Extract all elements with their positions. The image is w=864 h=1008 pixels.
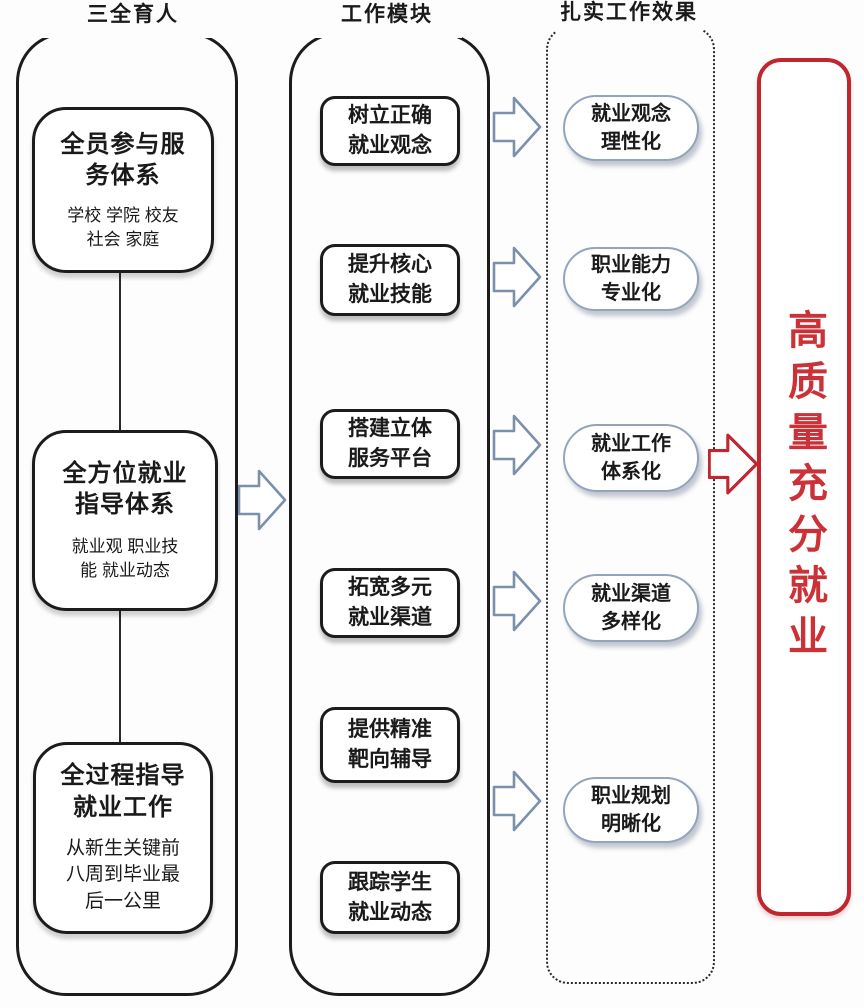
arrow-right-icon xyxy=(492,770,542,832)
column-frame-modules xyxy=(289,32,490,996)
sanquan-box-full-participation: 全员参与服 务体系 学校 学院 校友 社会 家庭 xyxy=(32,107,214,273)
column-header-modules: 工作模块 xyxy=(312,2,462,38)
box-subtitle: 从新生关键前 八周到毕业最 后一公里 xyxy=(65,837,180,912)
box-subtitle: 就业观 职业技 能 就业动态 xyxy=(71,537,179,581)
result-pill-1: 就业观念 理性化 xyxy=(563,95,699,161)
result-pill-4: 就业渠道 多样化 xyxy=(563,574,699,642)
sanquan-box-whole-process: 全过程指导 就业工作 从新生关键前 八周到毕业最 后一公里 xyxy=(33,742,213,934)
module-box-4: 拓宽多元 就业渠道 xyxy=(320,568,460,638)
module-box-5: 提供精准 靶向辅导 xyxy=(320,707,460,783)
box-title: 全方位就业 指导体系 xyxy=(62,460,188,519)
sanquan-box-all-round-guidance: 全方位就业 指导体系 就业观 职业技 能 就业动态 xyxy=(32,430,218,611)
module-box-6: 跟踪学生 就业动态 xyxy=(320,861,460,934)
arrow-right-red-icon xyxy=(708,433,759,495)
arrow-right-icon xyxy=(492,570,542,632)
result-pill-5: 职业规划 明晰化 xyxy=(563,777,699,843)
connector-line xyxy=(119,267,121,430)
result-pill-3: 就业工作 体系化 xyxy=(563,424,699,492)
arrow-right-icon xyxy=(492,96,542,158)
result-pill-2: 职业能力 专业化 xyxy=(563,247,699,311)
module-box-3: 搭建立体 服务平台 xyxy=(320,409,460,479)
arrow-right-icon xyxy=(238,469,287,531)
box-title: 全过程指导 就业工作 xyxy=(60,762,186,821)
outcome-label: 高质量充分就业 xyxy=(782,308,826,666)
box-subtitle: 学校 学院 校友 社会 家庭 xyxy=(67,205,179,249)
column-header-results: 扎实工作效果 xyxy=(556,0,702,36)
module-box-2: 提升核心 就业技能 xyxy=(320,244,460,316)
arrow-right-icon xyxy=(492,414,542,476)
column-header-sanquan: 三全育人 xyxy=(42,2,224,38)
arrow-right-icon xyxy=(492,246,542,308)
box-title: 全员参与服 务体系 xyxy=(60,130,186,189)
connector-line xyxy=(119,605,121,742)
module-box-1: 树立正确 就业观念 xyxy=(320,96,460,166)
outcome-box: 高质量充分就业 xyxy=(757,58,851,916)
